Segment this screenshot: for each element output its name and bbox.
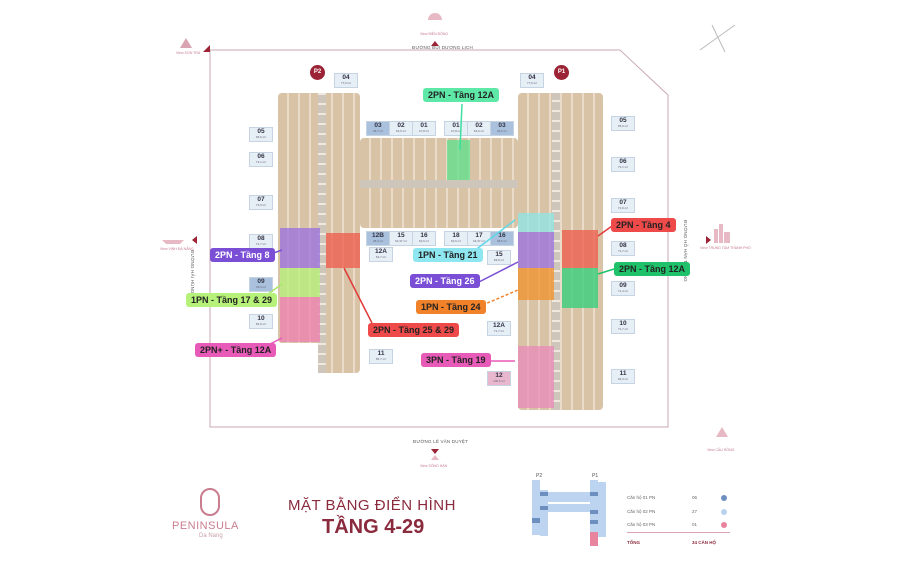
- mountain-icon: [180, 38, 192, 48]
- callout-2pn-tang-12a-center: 2PN - Tầng 12A: [423, 88, 500, 102]
- street-top: ĐƯỜNG BÙI DƯƠNG LỊCH: [412, 45, 473, 50]
- highlight-p1-15: [518, 232, 554, 268]
- callout-1pn-tang-24: 1PN - Tầng 24: [416, 300, 486, 314]
- view-bottom: View SÔNG HÀN: [420, 464, 448, 468]
- view-bottom-right: View CẦU RỒNG: [707, 448, 735, 452]
- brand-name: PENINSULA: [172, 520, 239, 532]
- tower-pin-p1: P1: [554, 65, 569, 80]
- highlight-p1-16: [518, 213, 554, 232]
- peninsula-logo-icon: [200, 488, 220, 516]
- callout-3pn-tang-19: 3PN - Tầng 19: [421, 353, 491, 367]
- mini-map-label-p1: P1: [592, 473, 599, 479]
- tower-pin-p2: P2: [310, 65, 325, 80]
- skyline-icon: [714, 224, 730, 243]
- callout-2pn-tang-12a-right: 2PN - Tầng 12A: [614, 262, 691, 276]
- callout-1pn-tang-17-29: 1PN - Tầng 17 & 29: [186, 293, 278, 307]
- compass-icon: [699, 24, 736, 53]
- callout-2pn-plus-tang-12a: 2PN+ - Tầng 12A: [195, 343, 277, 357]
- mini-map-label-p2: P2: [536, 473, 543, 479]
- legend-dot-icon: [721, 522, 727, 528]
- river-icon: [431, 455, 439, 460]
- callout-2pn-tang-25-29: 2PN - Tầng 25 & 29: [368, 323, 460, 337]
- highlight-p1-01: [447, 140, 470, 180]
- highlight-p2-09: [280, 268, 320, 297]
- corridor-p2: [318, 93, 326, 373]
- legend-divider: [627, 532, 730, 533]
- title-line1: MẶT BẰNG ĐIỂN HÌNH: [288, 497, 456, 514]
- bridge-icon: [716, 427, 728, 437]
- brand-sub: Da Nang: [199, 533, 223, 539]
- highlight-p2-12a: [326, 233, 360, 268]
- mini-map: [532, 480, 606, 546]
- callout-2pn-tang-8: 2PN - Tầng 8: [210, 248, 275, 262]
- view-left: View VỊNH ĐÀ NẴNG: [160, 247, 194, 251]
- sunrise-icon: [428, 13, 442, 20]
- legend-dot-icon: [721, 509, 727, 515]
- callout-2pn-tang-26: 2PN - Tầng 26: [410, 274, 480, 288]
- callout-2pn-tang-4: 2PN - Tầng 4: [611, 218, 676, 232]
- view-top: View BIỂN ĐÔNG: [420, 32, 449, 36]
- corridor-central: [360, 180, 518, 188]
- highlight-p2-08: [280, 228, 320, 268]
- highlight-p1-12b: [518, 268, 554, 300]
- callout-1pn-tang-21: 1PN - Tầng 21: [413, 248, 483, 262]
- title-line2: TẦNG 4-29: [322, 516, 425, 538]
- ship-icon: [162, 240, 184, 244]
- corridor-p1: [552, 93, 560, 410]
- view-right: View TRUNG TÂM THÀNH PHỐ: [700, 246, 751, 250]
- highlight-p1-12: [518, 346, 554, 408]
- highlight-p1-08: [562, 230, 598, 268]
- view-top-left: View SƠN TRÀ: [176, 51, 201, 55]
- legend-dot-icon: [721, 495, 727, 501]
- highlight-p1-09: [562, 268, 598, 308]
- street-bottom: ĐƯỜNG LÊ VĂN DUYỆT: [413, 439, 469, 444]
- highlight-p2-10: [280, 297, 320, 342]
